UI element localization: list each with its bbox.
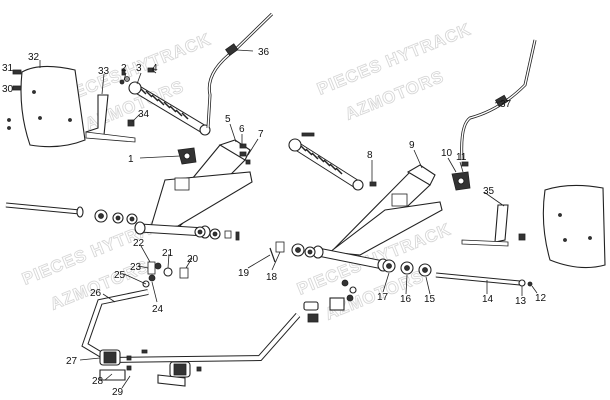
callout-9: 9	[409, 140, 415, 151]
callout-11: 11	[456, 152, 467, 163]
callout-5: 5	[225, 114, 231, 125]
callout-2: 2	[121, 63, 127, 74]
callout-10: 10	[441, 148, 453, 159]
mudguard-bracket	[85, 94, 136, 143]
drop-link-left	[142, 261, 189, 288]
callout-1: 1	[128, 154, 134, 165]
callout-22: 22	[133, 238, 145, 249]
callout-30: 30	[2, 84, 14, 95]
drop-link-right	[303, 279, 357, 323]
callout-16: 16	[400, 294, 412, 305]
callout-20: 20	[187, 254, 199, 265]
callout-labels: 1 2 3 4 5 6 7 8 9 10 11 12 13 14 15 16 1…	[2, 47, 547, 398]
callout-14: 14	[482, 294, 494, 305]
right-axle-shaft	[435, 272, 533, 287]
right-shock-absorber	[288, 132, 364, 191]
left-axle-shaft	[5, 202, 84, 218]
right-bushings	[275, 241, 432, 277]
callout-34: 34	[138, 109, 150, 120]
callout-12: 12	[535, 293, 547, 304]
callout-13: 13	[515, 296, 527, 307]
callout-33: 33	[98, 66, 110, 77]
brake-cable-36	[206, 12, 274, 129]
left-bushings	[94, 209, 240, 241]
right-brake-caliper	[451, 171, 471, 191]
callout-32: 32	[28, 52, 40, 63]
stabilizer-clamps	[99, 349, 202, 387]
callout-19: 19	[238, 268, 250, 279]
callout-35: 35	[483, 186, 495, 197]
stabilizer-bar	[81, 289, 301, 364]
callout-26: 26	[90, 288, 102, 299]
bolts-6-7	[239, 143, 251, 165]
callout-6: 6	[239, 124, 245, 135]
callout-21: 21	[162, 248, 174, 259]
leader-lines	[39, 49, 538, 389]
left-mudguard	[7, 65, 86, 148]
callout-8: 8	[367, 150, 373, 161]
left-brake-caliper	[177, 147, 197, 165]
callout-17: 17	[377, 292, 389, 303]
callout-3: 3	[136, 63, 142, 74]
callout-18: 18	[266, 272, 278, 283]
right-mudguard	[542, 184, 606, 269]
callout-4: 4	[152, 63, 158, 74]
callout-36: 36	[258, 47, 270, 58]
callout-15: 15	[424, 294, 436, 305]
callout-27: 27	[66, 356, 78, 367]
bolts-30-31	[12, 69, 22, 91]
callout-29: 29	[112, 387, 124, 398]
callout-23: 23	[130, 262, 142, 273]
callout-28: 28	[92, 376, 104, 387]
callout-25: 25	[114, 270, 126, 281]
right-mudguard-bracket	[461, 204, 526, 247]
callout-7: 7	[258, 129, 264, 140]
callout-31: 31	[2, 63, 14, 74]
brake-cable-37	[460, 39, 537, 161]
callout-37: 37	[500, 99, 512, 110]
callout-24: 24	[152, 304, 164, 315]
